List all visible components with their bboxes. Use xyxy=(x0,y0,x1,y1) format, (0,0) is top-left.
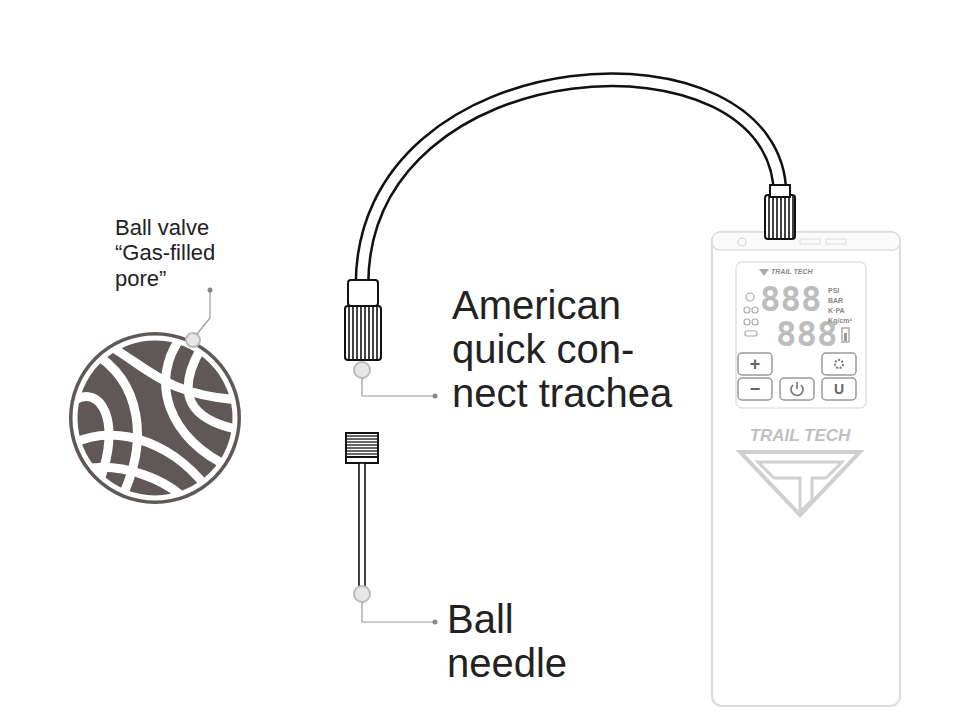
callout-label: American quick con- nect trachea xyxy=(452,283,702,415)
valve-callout xyxy=(186,288,213,348)
brand-logo: TRAIL TECH xyxy=(737,427,863,446)
unit-label: K·PA xyxy=(828,307,864,315)
callout-label: Ball needle xyxy=(447,597,597,685)
ball-needle xyxy=(346,433,438,625)
pump-body xyxy=(712,185,900,706)
brand-logo: TRAIL TECH xyxy=(771,268,833,276)
quick-connect-nozzle xyxy=(345,280,438,399)
unit-label: PSI xyxy=(828,287,864,295)
display-digits: 888 xyxy=(760,282,826,316)
button-label: + xyxy=(738,353,772,375)
unit-label: BAR xyxy=(828,297,864,305)
button-label: U xyxy=(822,378,856,400)
callout-label: Ball valve “Gas-filled pore” xyxy=(115,215,250,291)
button-label: − xyxy=(738,378,772,400)
unit-label: Kg/cm² xyxy=(828,317,864,325)
volleyball xyxy=(69,332,241,505)
